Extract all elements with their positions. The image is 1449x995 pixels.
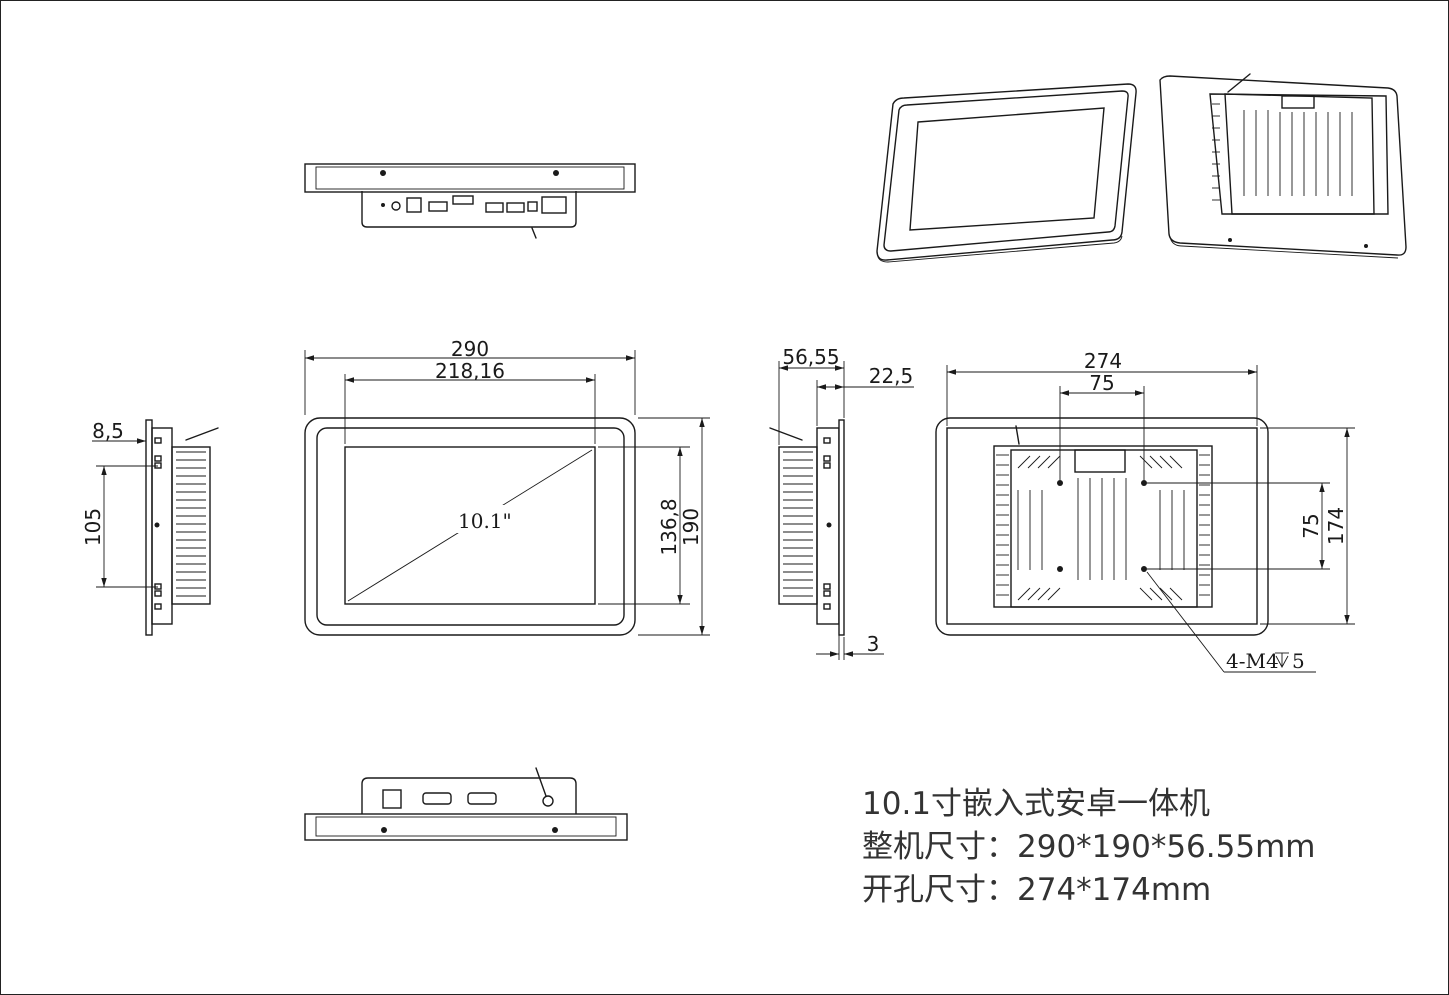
front-view: 10.1" 290 218,16 136,8 190: [304, 337, 710, 636]
diagonal-label: 10.1": [458, 509, 512, 533]
dim-depth-total: 56,55: [782, 345, 839, 369]
side-fins-right: [783, 451, 813, 597]
dim-height-total: 190: [679, 508, 703, 546]
rear-side-fins: [996, 454, 1210, 596]
dim-panel-thickness: 3: [867, 632, 880, 656]
rear-vents: [1017, 455, 1185, 601]
dim-cutout-width: 274: [1084, 349, 1122, 373]
screw-spec-label: 4-M4: [1226, 649, 1279, 673]
caption-cutout-size: 开孔尺寸：274*174mm: [862, 872, 1212, 908]
bottom-view: [304, 767, 628, 841]
dim-cutout-height: 174: [1324, 507, 1348, 545]
dim-depth-front: 22,5: [869, 364, 914, 388]
caption-overall-size: 整机尺寸：290*190*56.55mm: [862, 829, 1316, 865]
isometric-rear-view: [1159, 73, 1407, 259]
right-side-view: 56,55 22,5 3: [769, 345, 914, 660]
dim-side-flange: 8,5: [92, 419, 124, 443]
rear-view: 274 75 75 174 4-M4 5: [935, 349, 1355, 673]
dim-height-screen: 136,8: [657, 498, 681, 555]
top-view: [304, 163, 636, 239]
dim-vesa-horizontal: 75: [1089, 371, 1114, 395]
io-ports: [381, 195, 567, 214]
caption-product-title: 10.1寸嵌入式安卓一体机: [862, 786, 1211, 822]
dim-vesa-vertical: 75: [1299, 513, 1323, 538]
screw-depth-label: 5: [1292, 649, 1305, 673]
isometric-front-view: [876, 83, 1137, 263]
dim-side-hole-spacing: 105: [81, 508, 105, 546]
depth-symbol-icon: [1275, 652, 1289, 668]
dim-width-screen: 218,16: [435, 359, 505, 383]
left-side-view: 8,5 105: [81, 419, 219, 636]
isometric-rear-fins: [1212, 103, 1353, 201]
dim-width-total: 290: [451, 337, 489, 361]
side-fins-left: [176, 451, 206, 597]
